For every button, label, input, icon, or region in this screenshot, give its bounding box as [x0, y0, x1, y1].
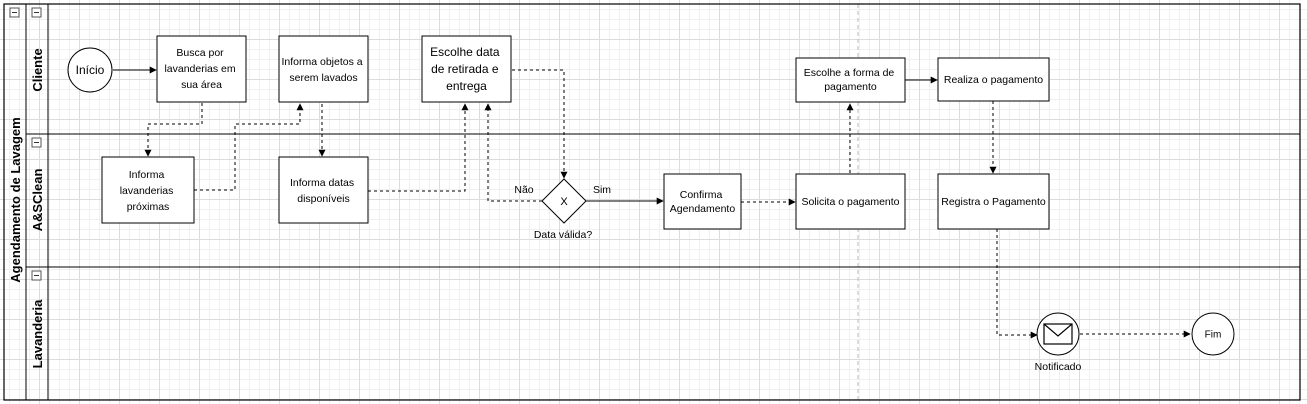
- gateway-yes-label: Sim: [593, 184, 611, 196]
- task-registra-label: Registra o Pagamento: [941, 196, 1046, 208]
- task-informa-objetos[interactable]: Informa objetos a serem lavados: [278, 35, 369, 103]
- start-event-label: Início: [76, 63, 105, 77]
- flow-gateway-nao[interactable]: [484, 103, 542, 202]
- task-solicita-pagamento[interactable]: Solicita o pagamento: [795, 173, 906, 230]
- notificado-label: Notificado: [1035, 361, 1082, 373]
- task-escolhe-forma[interactable]: Escolhe a forma de pagamento: [795, 57, 906, 103]
- gateway-no-label: Não: [514, 184, 533, 196]
- gateway-x-icon: X: [560, 196, 568, 208]
- end-event-label: Fim: [1205, 330, 1222, 341]
- task-registra-pagamento[interactable]: Registra o Pagamento: [937, 173, 1050, 230]
- task-informa-obj-label: Informa objetos a serem lavados: [281, 56, 365, 84]
- envelope-icon: [1043, 323, 1073, 345]
- connectors: [113, 66, 1191, 339]
- flow-busca-informa-lav[interactable]: [144, 103, 203, 157]
- task-informa-datas[interactable]: Informa datas disponíveis: [278, 156, 369, 224]
- task-realiza-pagamento[interactable]: Realiza o pagamento: [937, 57, 1050, 102]
- task-busca[interactable]: Busca por lavanderias em sua área: [156, 35, 247, 103]
- task-busca-label: Busca por lavanderias em sua área: [164, 47, 238, 91]
- task-confirma-label: Confirma Agendamento: [670, 189, 736, 215]
- pool-collapse-button[interactable]: [9, 7, 20, 18]
- pool-title: Agendamento de Lavagem: [8, 117, 23, 282]
- lane-title-cliente: Cliente: [30, 48, 45, 91]
- flow-escolhe-gateway[interactable]: [512, 69, 568, 179]
- task-informa-lavanderias[interactable]: Informa lavanderias próximas: [101, 156, 195, 224]
- flow-registra-notificado[interactable]: [996, 229, 1038, 339]
- end-event[interactable]: Fim: [1191, 312, 1235, 356]
- lane-title-lavanderia: Lavanderia: [30, 299, 45, 368]
- pool: [3, 3, 1301, 401]
- task-realiza-label: Realiza o pagamento: [944, 74, 1043, 86]
- lane-asclean-collapse-button[interactable]: [31, 137, 42, 148]
- message-event-notificado[interactable]: [1036, 312, 1080, 356]
- task-solicita-label: Solicita o pagamento: [801, 196, 899, 208]
- start-event[interactable]: Início: [67, 47, 113, 93]
- lane-lavanderia-collapse-button[interactable]: [31, 270, 42, 281]
- task-escolhe-data-label: Escolhe data de retirada e entrega: [430, 45, 503, 93]
- task-escolhe-data[interactable]: Escolhe data de retirada e entrega: [421, 35, 512, 103]
- gateway-label: Data válida?: [534, 229, 593, 241]
- lane-title-asclean: A&SClean: [30, 169, 45, 232]
- gateway-data-valida[interactable]: X: [541, 178, 587, 224]
- flow-datas-escolhe[interactable]: [368, 103, 469, 192]
- lane-cliente-collapse-button[interactable]: [31, 7, 42, 18]
- task-informa-datas-label: Informa datas disponíveis: [290, 177, 357, 205]
- task-informa-lav-label: Informa lavanderias próximas: [120, 169, 177, 213]
- task-escolhe-forma-label: Escolhe a forma de pagamento: [804, 67, 897, 93]
- task-confirma-agendamento[interactable]: Confirma Agendamento: [663, 173, 742, 230]
